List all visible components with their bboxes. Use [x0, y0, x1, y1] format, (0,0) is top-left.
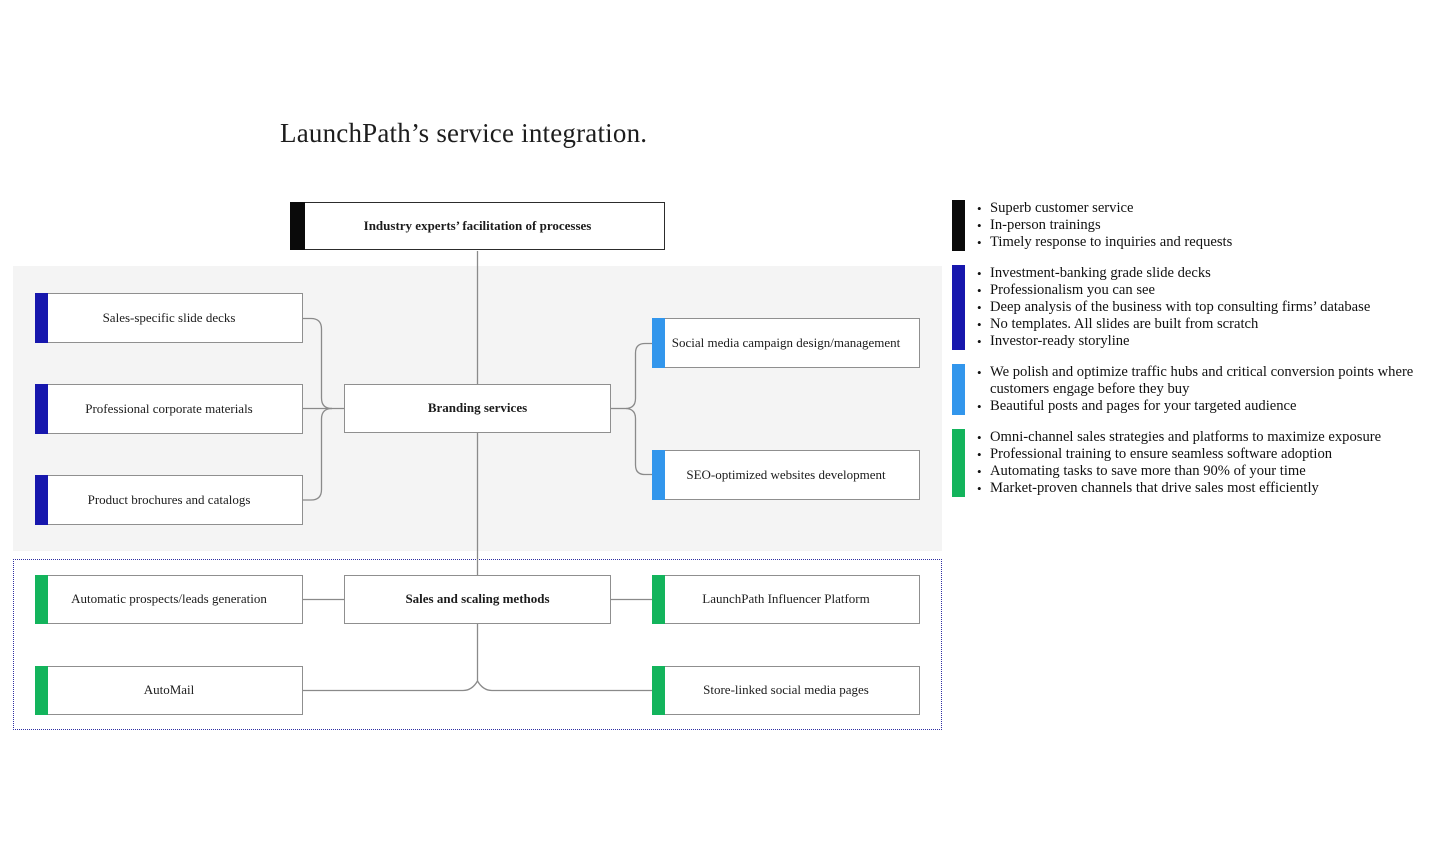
node-label: Branding services — [427, 400, 528, 416]
black-legend-bar — [952, 200, 965, 251]
navy-color-bar — [35, 475, 48, 525]
legend-item: Deep analysis of the business with top c… — [977, 299, 1430, 316]
node-label: Sales-specific slide decks — [102, 309, 236, 325]
legend-item: Timely response to inquiries and request… — [977, 234, 1430, 251]
node-launchpath-influencer-platform: LaunchPath Influencer Platform — [652, 575, 920, 624]
node-label: LaunchPath Influencer Platform — [702, 591, 870, 607]
node-label: Automatic prospects/leads generation — [71, 591, 267, 607]
legend-item: Investment-banking grade slide decks — [977, 265, 1430, 282]
node-label: Sales and scaling methods — [405, 591, 550, 607]
legend-item: Professional training to ensure seamless… — [977, 446, 1430, 463]
node-label: Product brochures and catalogs — [87, 491, 251, 507]
blue-legend-bar — [952, 364, 965, 415]
blue-color-bar — [652, 450, 665, 500]
node-industry-experts-facilitation: Industry experts’ facilitation of proces… — [290, 202, 665, 250]
node-label: Store-linked social media pages — [703, 682, 869, 698]
blue-color-bar — [652, 318, 665, 368]
legend-item: No templates. All slides are built from … — [977, 316, 1430, 333]
green-legend-bar — [952, 429, 965, 497]
node-label: Social media campaign design/management — [671, 334, 901, 350]
legend-list: We polish and optimize traffic hubs and … — [977, 364, 1430, 415]
node-label: Industry experts’ facilitation of proces… — [363, 217, 592, 233]
node-automail: AutoMail — [35, 666, 303, 715]
legend-item: Beautiful posts and pages for your targe… — [977, 398, 1430, 415]
node-label: AutoMail — [143, 682, 195, 698]
node-label: SEO-optimized websites development — [686, 466, 886, 482]
legend-item: We polish and optimize traffic hubs and … — [977, 364, 1430, 398]
legend-group-sales-scaling: Omni-channel sales strategies and platfo… — [952, 429, 1430, 497]
navy-legend-bar — [952, 265, 965, 350]
node-label: Professional corporate materials — [85, 400, 253, 416]
legend-item: Omni-channel sales strategies and platfo… — [977, 429, 1430, 446]
node-sales-and-scaling-methods: Sales and scaling methods — [344, 575, 611, 624]
navy-color-bar — [35, 384, 48, 434]
node-seo-optimized-websites: SEO-optimized websites development — [652, 450, 920, 500]
page-title: LaunchPath’s service integration. — [280, 118, 648, 148]
legend-group-slide-decks: Investment-banking grade slide decks Pro… — [952, 265, 1430, 350]
legend-item: Investor-ready storyline — [977, 333, 1430, 350]
node-store-linked-social-media: Store-linked social media pages — [652, 666, 920, 715]
green-color-bar — [652, 575, 665, 624]
black-color-bar — [290, 202, 305, 250]
legend-item: Automating tasks to save more than 90% o… — [977, 463, 1430, 480]
node-sales-specific-slide-decks: Sales-specific slide decks — [35, 293, 303, 343]
legend-group-general-service: Superb customer service In-person traini… — [952, 200, 1430, 251]
legend-item: In-person trainings — [977, 217, 1430, 234]
node-automatic-prospects-leads: Automatic prospects/leads generation — [35, 575, 303, 624]
legend-item: Market-proven channels that drive sales … — [977, 480, 1430, 497]
legend-item: Professionalism you can see — [977, 282, 1430, 299]
green-color-bar — [35, 575, 48, 624]
node-branding-services: Branding services — [344, 384, 611, 433]
legend-group-web-social: We polish and optimize traffic hubs and … — [952, 364, 1430, 415]
green-color-bar — [35, 666, 48, 715]
navy-color-bar — [35, 293, 48, 343]
legend-list: Superb customer service In-person traini… — [977, 200, 1430, 251]
node-product-brochures-catalogs: Product brochures and catalogs — [35, 475, 303, 525]
node-professional-corporate-materials: Professional corporate materials — [35, 384, 303, 434]
node-social-media-campaign: Social media campaign design/management — [652, 318, 920, 368]
legend-item: Superb customer service — [977, 200, 1430, 217]
legend-list: Investment-banking grade slide decks Pro… — [977, 265, 1430, 350]
legend-list: Omni-channel sales strategies and platfo… — [977, 429, 1430, 497]
green-color-bar — [652, 666, 665, 715]
